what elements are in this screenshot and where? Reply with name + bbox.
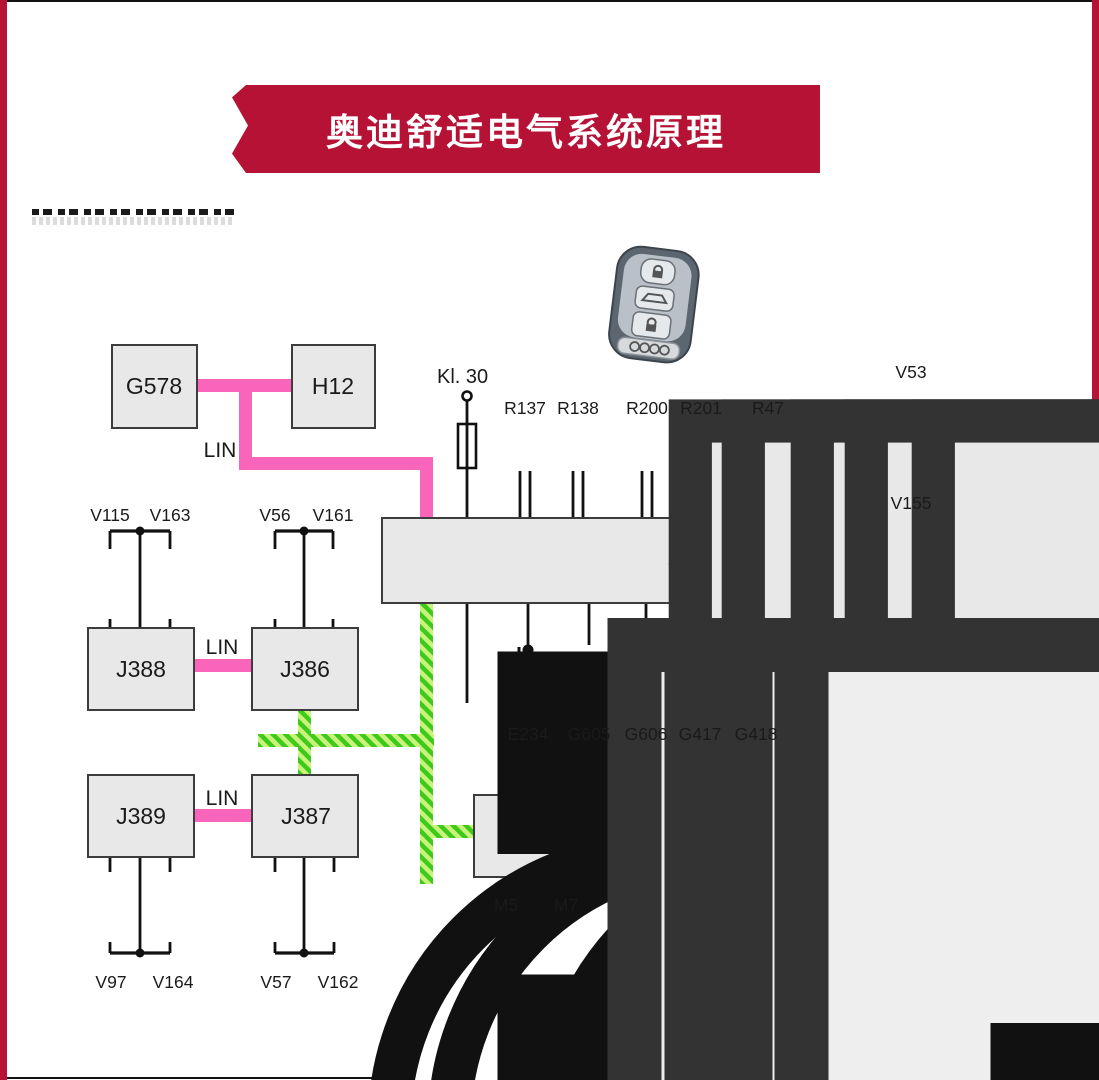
lin-j388-j386 xyxy=(194,659,252,672)
module-j387-label: J387 xyxy=(281,803,331,829)
page-title: 奥迪舒适电气系统原理 xyxy=(326,110,726,154)
lin-label-top: LIN xyxy=(204,439,237,462)
motor-v164-label: V164 xyxy=(153,972,194,992)
can-j386-j387 xyxy=(298,710,311,775)
lamp-m8-label: M8 xyxy=(907,623,931,643)
module-j388-label: J388 xyxy=(116,656,166,682)
sensor-g605-label: G605 xyxy=(568,724,611,744)
terminal-30-label: Kl. 30 xyxy=(437,366,488,388)
motor-group: V53 V155 V115 V163 V56 V161 V97 V164 V57… xyxy=(90,362,1099,1080)
terminal-30-node xyxy=(461,390,473,402)
lamp-m81-label: M81 xyxy=(945,623,979,643)
antenna-group: R137 R138 R200 R201 R47 xyxy=(504,398,1099,1080)
lamp-m6-label: M6 xyxy=(797,623,821,643)
module-j389-box xyxy=(87,774,195,858)
motor-v161-label: V161 xyxy=(313,505,354,525)
lin-j389-j387 xyxy=(194,809,252,822)
sensor-g418-label: G418 xyxy=(735,724,778,744)
module-h12-box xyxy=(291,344,376,429)
lamp-group: M6 M80 M8 M81 M5 M7 xyxy=(494,623,1099,1080)
sensor-g606-label: G606 xyxy=(625,724,668,744)
lin-to-j393 xyxy=(420,457,433,518)
motor-v97-label: V97 xyxy=(95,972,126,992)
module-g578-box xyxy=(111,344,198,429)
can-branch-left xyxy=(258,734,434,747)
motor-v162-label: V162 xyxy=(318,972,359,992)
switch-e234-label: E234 xyxy=(508,724,549,744)
key-trunk-button xyxy=(634,285,675,312)
lin-label-bottom: LIN xyxy=(206,787,239,810)
obscured-caption xyxy=(32,206,234,228)
can-bus-lines xyxy=(258,603,474,884)
lin-label-middle: LIN xyxy=(206,636,239,659)
lin-horizontal-segment xyxy=(239,457,433,470)
sensor-g418-icon xyxy=(800,643,1099,1080)
module-j387-box xyxy=(251,774,359,858)
module-g578-label: G578 xyxy=(126,373,182,399)
antenna-r137-label: R137 xyxy=(504,398,546,418)
lamp-m5-label: M5 xyxy=(494,895,518,915)
lamp-m7-label: M7 xyxy=(554,895,578,915)
motor-v53-label: V53 xyxy=(895,362,926,382)
module-j386-label: J386 xyxy=(280,656,330,682)
module-h12-label: H12 xyxy=(312,373,354,399)
antenna-r200-label: R200 xyxy=(626,398,668,418)
antenna-r201-label: R201 xyxy=(680,398,722,418)
top-border-line xyxy=(0,0,1099,2)
title-banner: 奥迪舒适电气系统原理 xyxy=(232,85,820,173)
motor-v56-label: V56 xyxy=(259,505,290,525)
lin-labels: LIN LIN LIN xyxy=(204,439,239,810)
antenna-r47-label: R47 xyxy=(752,398,784,418)
left-red-bar xyxy=(0,0,7,1080)
motor-v57-label: V57 xyxy=(260,972,291,992)
motor-v163-label: V163 xyxy=(150,505,191,525)
sensor-g417-label: G417 xyxy=(679,724,722,744)
audi-rings-icon xyxy=(629,341,670,356)
lin-bus-lines xyxy=(194,379,433,822)
module-j389-label: J389 xyxy=(116,803,166,829)
motor-v155-label: V155 xyxy=(891,493,932,513)
antenna-r138-label: R138 xyxy=(557,398,599,418)
lin-drop-segment xyxy=(239,379,252,470)
remote-key-icon xyxy=(608,245,700,364)
module-j388-box xyxy=(87,627,195,711)
motor-v115-label: V115 xyxy=(90,505,130,525)
lamp-m80-label: M80 xyxy=(835,623,869,643)
sensor-group: E234 G605 G606 G417 G418 xyxy=(508,643,1099,1080)
module-j386-box xyxy=(251,627,359,711)
can-to-j519 xyxy=(433,825,474,838)
